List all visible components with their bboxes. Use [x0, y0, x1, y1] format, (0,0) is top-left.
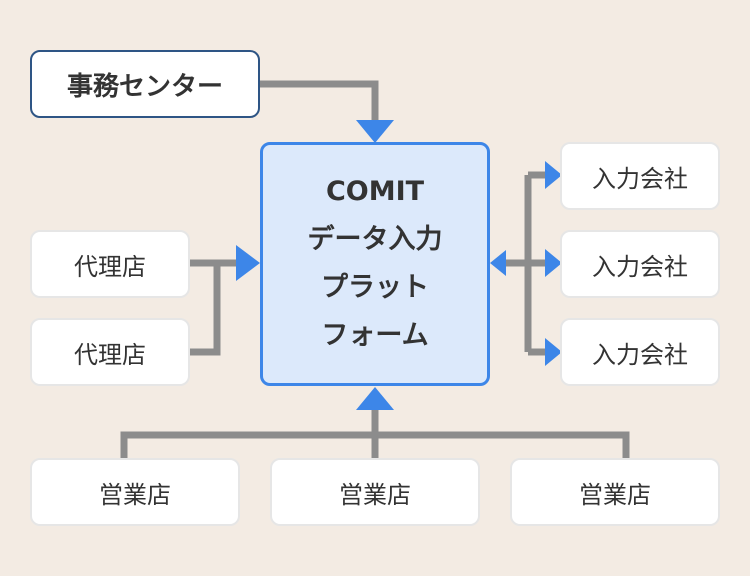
arrow-to-input-3 — [545, 338, 562, 366]
arrow-sales-to-hub — [356, 387, 394, 410]
sales-office-box: 営業店 — [510, 458, 720, 526]
input-company-label: 入力会社 — [592, 164, 688, 193]
input-company-box: 入力会社 — [560, 318, 720, 386]
arrow-hub-to-left — [490, 250, 506, 276]
hub-line-1: COMIT — [325, 176, 425, 207]
sales-office-label: 営業店 — [99, 480, 171, 509]
agency-box: 代理店 — [30, 230, 190, 298]
agency-label: 代理店 — [74, 340, 146, 369]
connector-office-hub — [260, 80, 379, 122]
arrow-office-to-hub — [356, 120, 394, 143]
input-company-label: 入力会社 — [592, 252, 688, 281]
sales-office-label: 営業店 — [579, 480, 651, 509]
input-company-label: 入力会社 — [592, 340, 688, 369]
hub-line-4: フォーム — [321, 320, 429, 351]
sales-office-box: 営業店 — [270, 458, 480, 526]
arrow-to-input-1 — [545, 161, 562, 189]
hub-line-3: プラット — [321, 272, 429, 303]
sales-office-box: 営業店 — [30, 458, 240, 526]
input-company-box: 入力会社 — [560, 142, 720, 210]
hub-line-2: データ入力 — [307, 224, 443, 255]
hub-box: COMIT データ入力 プラット フォーム — [260, 142, 490, 386]
arrow-to-input-2 — [545, 249, 562, 277]
sales-office-label: 営業店 — [339, 480, 411, 509]
agency-box: 代理店 — [30, 318, 190, 386]
office-box: 事務センター — [30, 50, 260, 118]
office-label: 事務センター — [66, 71, 223, 102]
arrow-agency-to-hub — [236, 245, 260, 281]
input-company-box: 入力会社 — [560, 230, 720, 298]
connector-agency-2 — [190, 263, 221, 356]
agency-label: 代理店 — [74, 252, 146, 281]
